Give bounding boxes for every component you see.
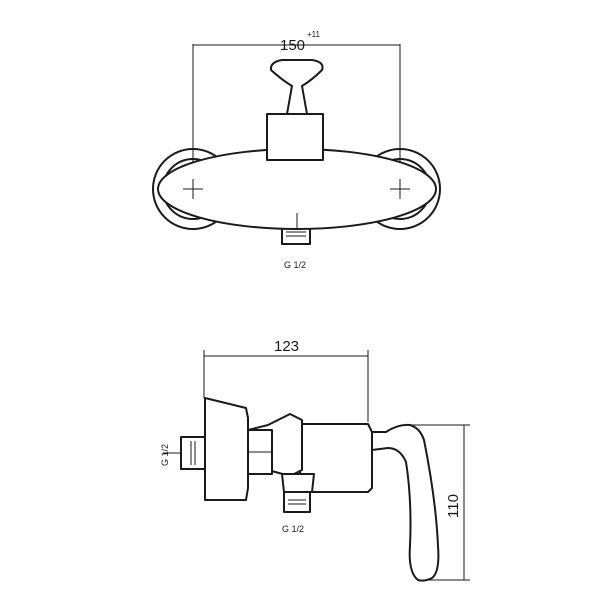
lever-handle-profile bbox=[371, 423, 440, 582]
outlet-thread-label: G 1/2 bbox=[282, 524, 304, 534]
outlet-thread-label: G 1/2 bbox=[284, 260, 306, 270]
depth-dimension-value: 123 bbox=[274, 338, 299, 355]
centre-mark-right bbox=[390, 179, 410, 199]
outlet-connector bbox=[281, 473, 315, 513]
lever-handle bbox=[269, 59, 324, 115]
wall-flange-profile bbox=[204, 397, 249, 501]
width-tolerance: +11 bbox=[307, 30, 321, 39]
centre-mark-left bbox=[183, 179, 203, 199]
cartridge-housing bbox=[266, 113, 324, 161]
inlet-connector bbox=[163, 436, 206, 470]
width-dimension-value: 150 bbox=[280, 37, 305, 54]
side-view: 123 110 G 1/2 bbox=[160, 338, 470, 582]
side-depth-dimension: 123 bbox=[203, 338, 369, 422]
height-dimension-value: 110 bbox=[445, 494, 462, 518]
front-view: 150 +11 bbox=[152, 30, 441, 270]
inlet-thread-label: G 1/2 bbox=[160, 444, 170, 466]
side-height-dimension: 110 bbox=[410, 424, 470, 581]
